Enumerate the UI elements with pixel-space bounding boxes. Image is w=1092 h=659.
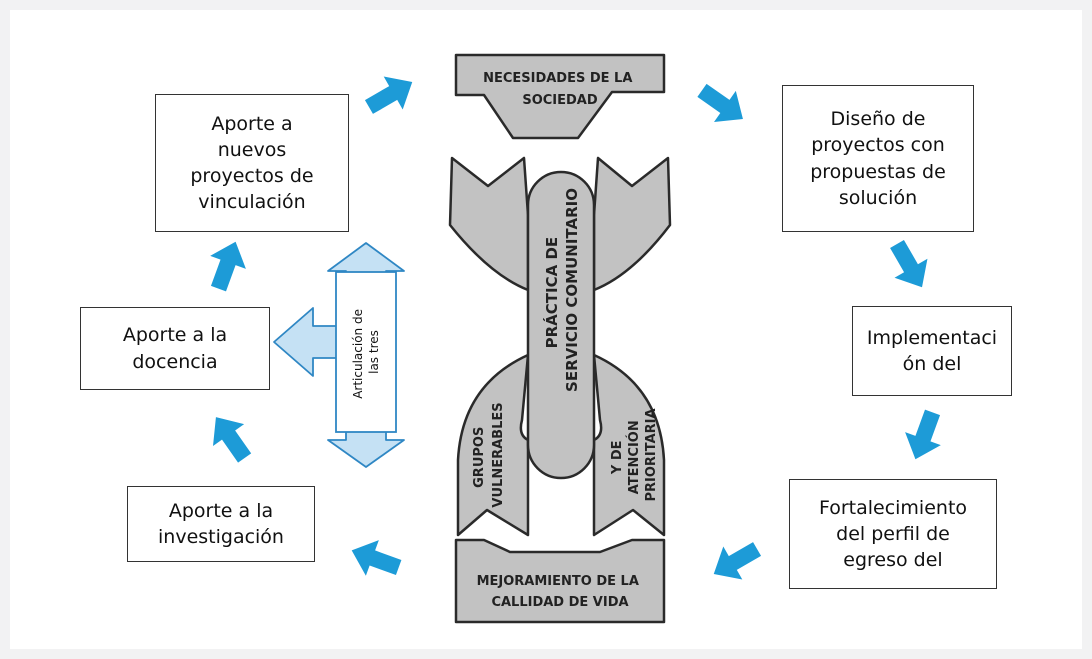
- left-arc-text: GRUPOS VULNERABLES: [472, 402, 506, 507]
- flow-arrow-6: [345, 532, 406, 586]
- top-banner-text: NECESIDADES DE LA SOCIEDAD: [483, 71, 637, 108]
- flow-arrow-4: [897, 405, 951, 466]
- box-fortalecimiento: Fortalecimiento del perfil de egreso del: [789, 479, 997, 589]
- flow-arrow-8: [200, 235, 254, 296]
- flow-arrow-1: [359, 65, 422, 124]
- flow-arrow-5: [704, 532, 767, 591]
- right-arc-text: Y DE ATENCIÓN PRIORITARIA: [610, 408, 659, 501]
- flow-arrow-3: [880, 234, 939, 297]
- box-aporte-docencia: Aporte a la docencia: [80, 307, 270, 390]
- bottom-banner-text: MEJORAMIENTO DE LA CALLIDAD DE VIDA: [477, 574, 644, 610]
- flow-arrow-7: [200, 406, 261, 469]
- center-structure: [448, 53, 672, 624]
- flow-arrow-2: [691, 74, 754, 135]
- articulation-label: Articulación de las tres: [351, 305, 381, 399]
- box-aporte-proyectos: Aporte a nuevos proyectos de vinculación: [155, 94, 349, 232]
- center-column-text: PRÁCTICA DE SERVICIO COMUNITARIO: [542, 188, 581, 392]
- articulation-label-box: [335, 271, 397, 433]
- box-diseno-proyectos: Diseño de proyectos con propuestas de so…: [782, 85, 974, 232]
- box-aporte-investigacion: Aporte a la investigación: [127, 486, 315, 562]
- box-implementacion: Implementaci ón del: [852, 306, 1012, 396]
